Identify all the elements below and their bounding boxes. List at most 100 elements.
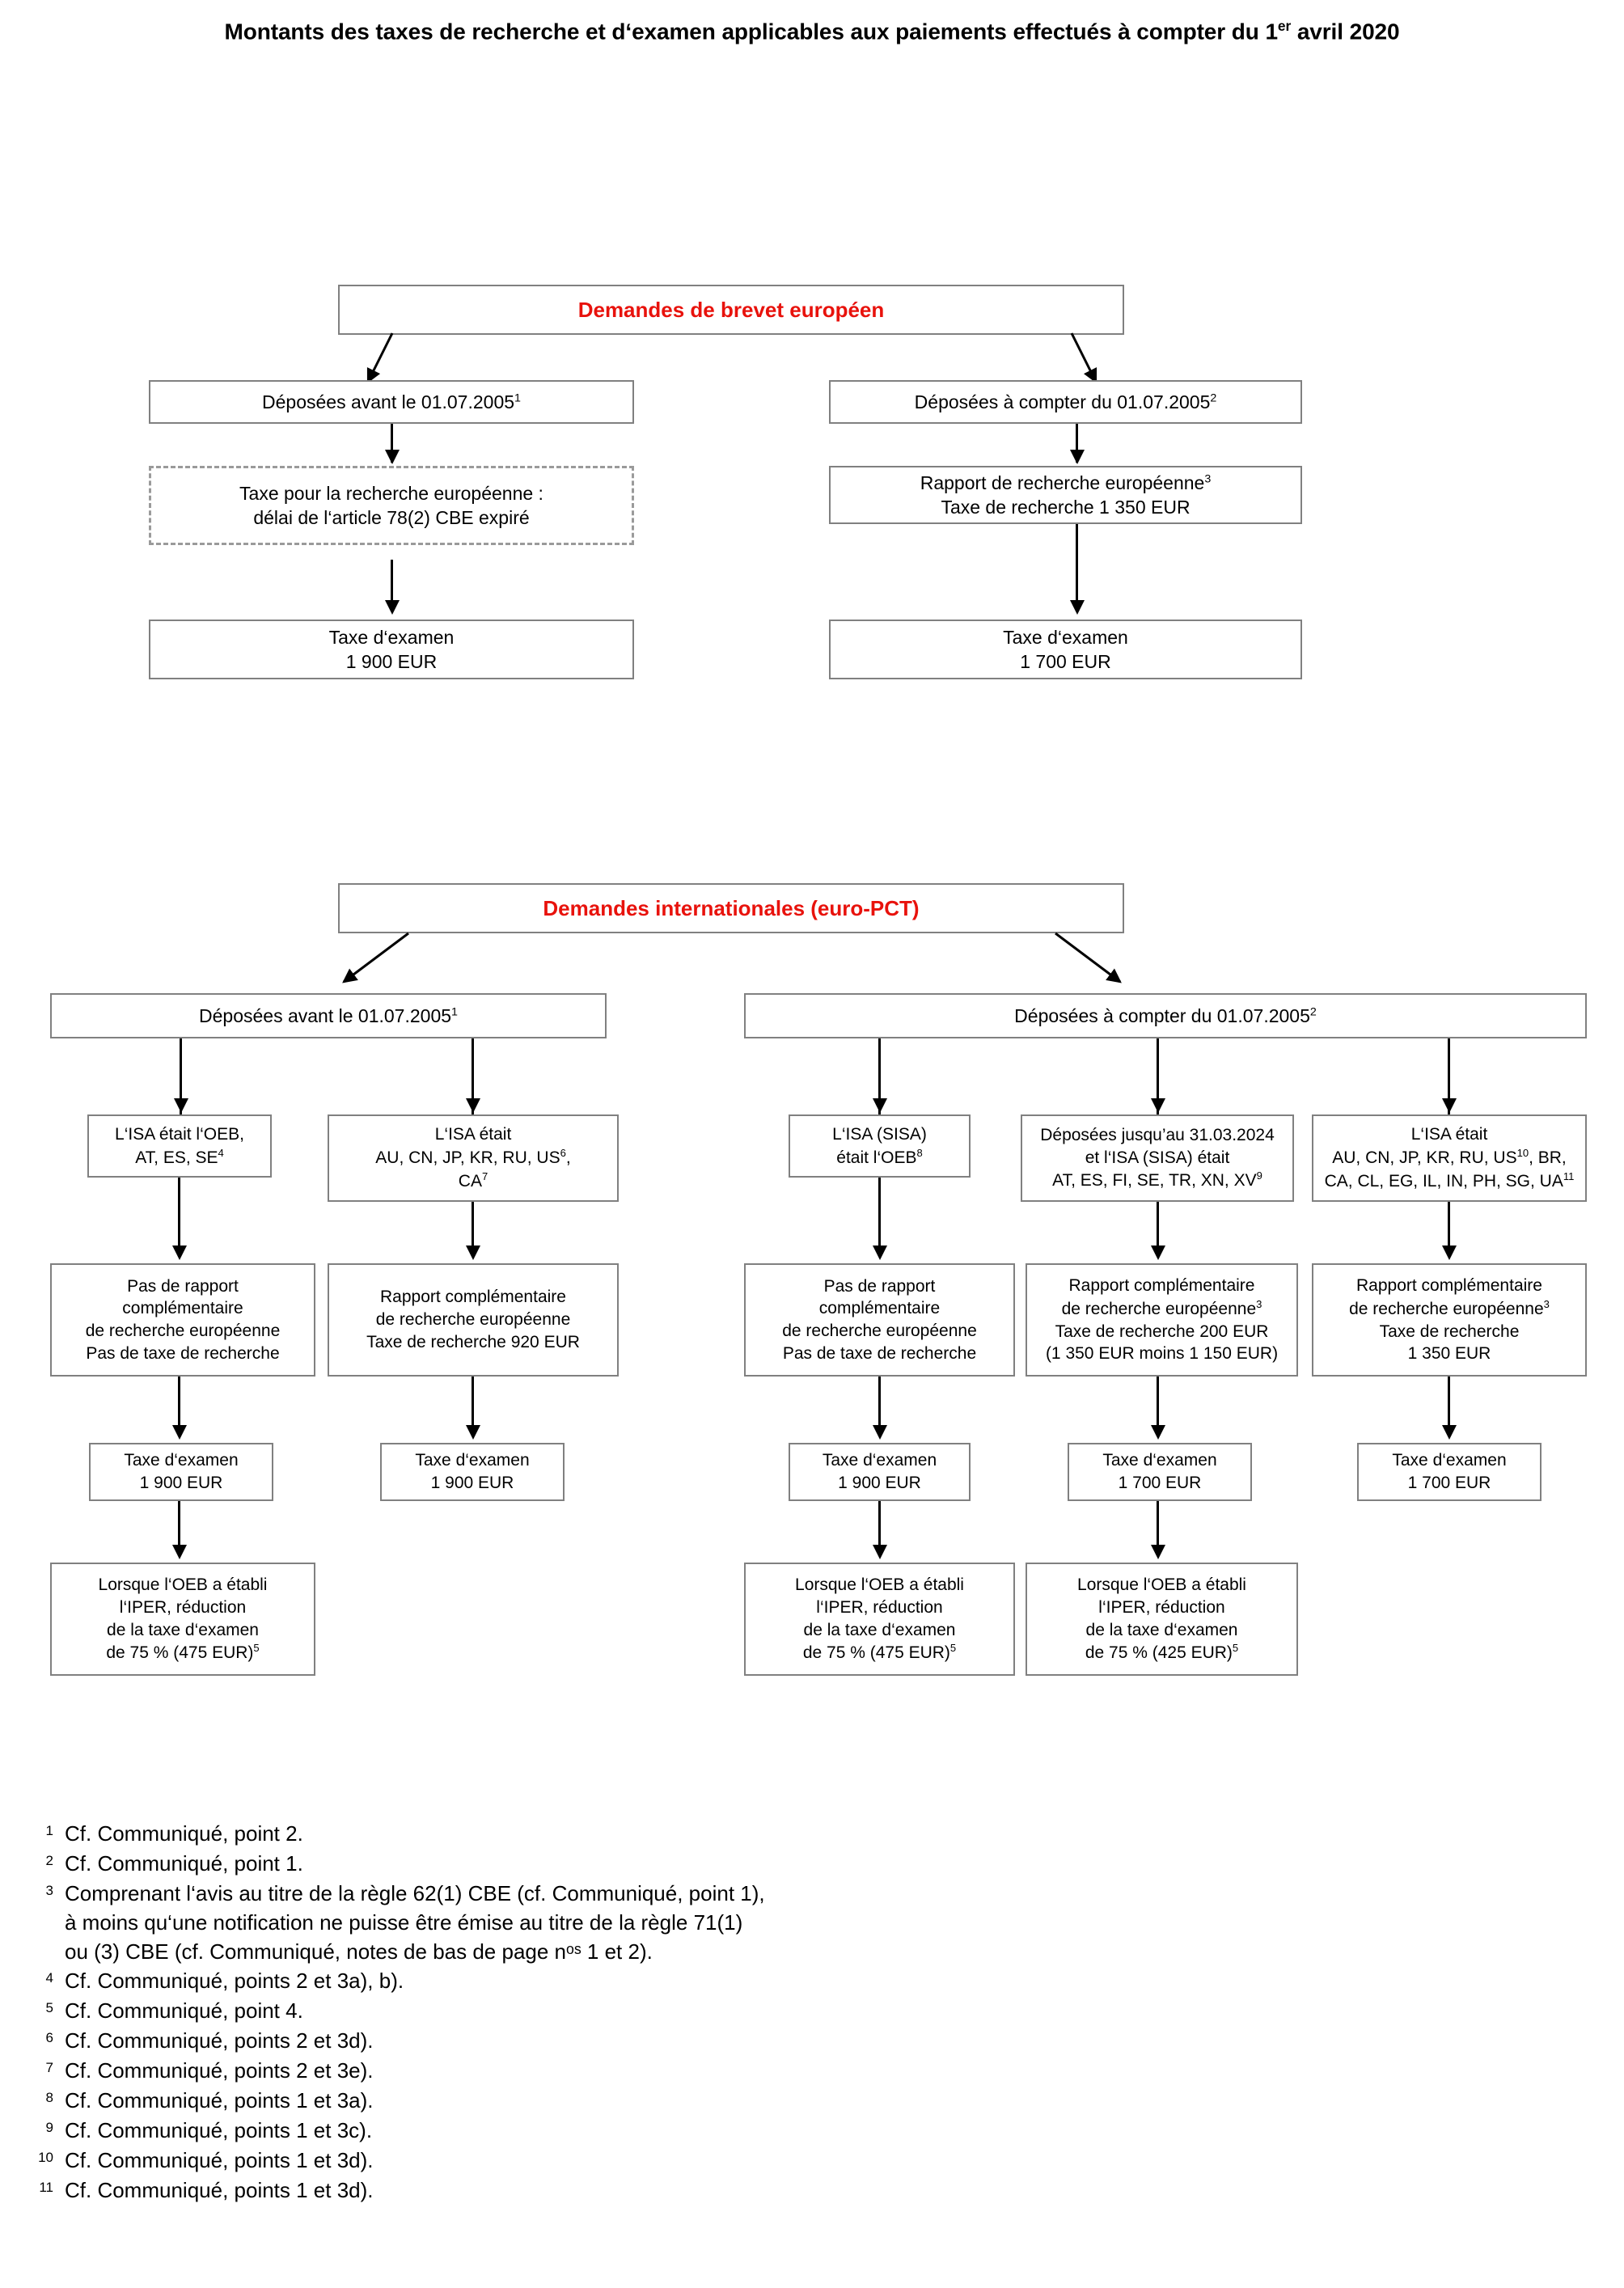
ep-right-search-line2: Taxe de recherche 1 350 EUR — [941, 497, 1191, 518]
footnote-text: Cf. Communiqué, point 4. — [65, 1998, 303, 2024]
pct-right-branch-label: Déposées à compter du 01.07.20052 — [1014, 1004, 1317, 1026]
pct-col1-report-line2: complémentaire — [122, 1299, 243, 1318]
pct-col4-arrow-exam — [1151, 1425, 1165, 1440]
footnote-item: 3 Comprenant l‘avis au titre de la règle… — [18, 1880, 1231, 1967]
pct-col2-isa-line2: AU, CN, JP, KR, RU, US6, — [375, 1147, 571, 1168]
pct-root-label: Demandes internationales (euro-PCT) — [543, 895, 920, 920]
ep-right-connector-1 — [1076, 424, 1078, 463]
footnote-text: Cf. Communiqué, points 2 et 3a), b). — [65, 1969, 404, 1994]
pct-col3-connector-1 — [878, 1178, 881, 1252]
pct-right-branch-box: Déposées à compter du 01.07.20052 — [744, 993, 1587, 1038]
pct-right-fan-v3 — [1448, 1038, 1450, 1116]
pct-col1-report-line1: Pas de rapport — [127, 1276, 239, 1296]
footnote-number: 9 — [45, 2119, 53, 2135]
pct-col1-connector-2 — [178, 1377, 180, 1432]
footnote-number: 11 — [39, 2179, 53, 2195]
pct-col5-exam-line2: 1 700 EUR — [1407, 1474, 1491, 1492]
pct-col1-report-line3: de recherche européenne — [85, 1322, 281, 1340]
pct-col4-isa-line1: Déposées jusqu’au 31.03.2024 — [1040, 1125, 1275, 1144]
ep-left-filed-box: Déposées avant le 01.07.20051 — [149, 380, 634, 424]
pct-col1-arrow-report — [172, 1246, 187, 1260]
pct-left-branch-box: Déposées avant le 01.07.20051 — [50, 993, 607, 1038]
pct-left-branch-label: Déposées avant le 01.07.20051 — [199, 1004, 458, 1026]
ep-right-filed-label: Déposées à compter du 01.07.20052 — [914, 391, 1217, 412]
pct-col3-reduction-line2: l‘IPER, réduction — [816, 1597, 943, 1617]
pct-col2-isa-line1: L‘ISA était — [434, 1125, 512, 1144]
pct-col1-connector-1 — [178, 1178, 180, 1252]
footnote-number: 5 — [45, 2000, 53, 2016]
pct-col5-report-line3: Taxe de recherche — [1379, 1322, 1520, 1341]
pct-col1-reduction-line3: de la taxe d‘examen — [107, 1620, 259, 1639]
pct-col4-exam-box: Taxe d‘examen 1 700 EUR — [1068, 1443, 1252, 1501]
pct-col5-report-line2: de recherche européenne3 — [1349, 1297, 1550, 1318]
pct-col4-isa-box: Déposées jusqu’au 31.03.2024 et l‘ISA (S… — [1021, 1114, 1294, 1202]
footnote-number: 4 — [45, 1970, 53, 1986]
pct-col3-report-line2: complémentaire — [818, 1299, 941, 1318]
pct-col1-isa-box: L‘ISA était l‘OEB, AT, ES, SE4 — [87, 1114, 272, 1178]
pct-col4-reduction-line4: de 75 % (425 EUR)5 — [1085, 1642, 1239, 1663]
pct-col1-report-box: Pas de rapport complémentaire de recherc… — [50, 1263, 315, 1377]
pct-col5-report-line4: 1 350 EUR — [1407, 1344, 1491, 1364]
ep-root-arrows — [366, 332, 1097, 384]
pct-col1-exam-line1: Taxe d‘examen — [124, 1451, 239, 1470]
ep-left-connector-2 — [391, 560, 393, 607]
footnote-item: 9 Cf. Communiqué, points 1 et 3c). — [18, 2117, 1231, 2146]
ep-right-exam-line1: Taxe d‘examen — [1003, 626, 1128, 648]
footnote-text: Cf. Communiqué, points 1 et 3d). — [65, 2177, 374, 2202]
footnote-item: 1 Cf. Communiqué, point 2. — [18, 1820, 1231, 1849]
pct-col5-arrow-report — [1442, 1246, 1457, 1260]
footnote-number: 3 — [45, 1882, 53, 1898]
footnotes-list: 1 Cf. Communiqué, point 2. 2 Cf. Communi… — [18, 1820, 1231, 2206]
ep-right-filed-box: Déposées à compter du 01.07.20052 — [829, 380, 1302, 424]
pct-col5-connector-1 — [1448, 1202, 1450, 1252]
pct-col3-exam-box: Taxe d‘examen 1 900 EUR — [789, 1443, 971, 1501]
footnote-text: Cf. Communiqué, points 1 et 3c). — [65, 2117, 373, 2142]
pct-col3-arrow-isa — [873, 1098, 887, 1113]
pct-col3-connector-2 — [878, 1377, 881, 1432]
pct-col4-report-line3: Taxe de recherche 200 EUR — [1055, 1322, 1269, 1341]
pct-col1-isa-line2: AT, ES, SE4 — [135, 1146, 224, 1167]
ep-left-exam-box: Taxe d‘examen 1 900 EUR — [149, 620, 634, 679]
pct-col3-arrow-exam — [873, 1425, 887, 1440]
pct-col3-report-line3: de recherche européenne — [782, 1322, 977, 1340]
pct-col4-reduction-line2: l‘IPER, réduction — [1098, 1597, 1225, 1617]
ep-left-connector-1 — [391, 424, 393, 463]
footnote-number: 6 — [45, 2030, 53, 2046]
footnote-text: Cf. Communiqué, points 2 et 3e). — [65, 2058, 374, 2083]
pct-col4-reduction-box: Lorsque l‘OEB a établi l‘IPER, réduction… — [1026, 1563, 1298, 1676]
pct-col3-reduction-line1: Lorsque l‘OEB a établi — [795, 1575, 964, 1595]
ep-left-search-line2: délai de l‘article 78(2) CBE expiré — [253, 507, 530, 528]
pct-col4-exam-line2: 1 700 EUR — [1118, 1474, 1202, 1492]
pct-root-arrows — [342, 932, 1122, 983]
ep-root-label: Demandes de brevet européen — [577, 297, 885, 322]
pct-col5-connector-2 — [1448, 1377, 1450, 1432]
ep-root-box: Demandes de brevet européen — [338, 285, 1124, 335]
footnote-number: 10 — [38, 2149, 53, 2165]
pct-col3-connector-3 — [878, 1501, 881, 1551]
ep-left-exam-line1: Taxe d‘examen — [328, 626, 455, 648]
footnote-number: 2 — [45, 1852, 53, 1868]
pct-col4-report-line2: de recherche européenne3 — [1061, 1297, 1262, 1318]
pct-col3-exam-line2: 1 900 EUR — [838, 1474, 921, 1492]
pct-col3-exam-line1: Taxe d‘examen — [822, 1451, 937, 1470]
pct-col5-isa-line1: L‘ISA était — [1410, 1125, 1488, 1144]
pct-col5-exam-line1: Taxe d‘examen — [1392, 1451, 1507, 1470]
pct-col1-arrow-reduction — [172, 1545, 187, 1559]
footnote-item: 2 Cf. Communiqué, point 1. — [18, 1850, 1231, 1879]
pct-col3-report-line1: Pas de rapport — [823, 1276, 936, 1296]
pct-col1-reduction-line2: l‘IPER, réduction — [119, 1597, 247, 1617]
pct-col2-arrow-isa — [466, 1098, 480, 1113]
pct-col1-reduction-line1: Lorsque l‘OEB a établi — [98, 1575, 268, 1595]
pct-col5-isa-line2: AU, CN, JP, KR, RU, US10, BR, — [1332, 1147, 1567, 1168]
pct-col4-connector-3 — [1157, 1501, 1159, 1551]
ep-left-arrow-2 — [385, 600, 400, 615]
pct-col4-report-line4: (1 350 EUR moins 1 150 EUR) — [1045, 1344, 1279, 1364]
ep-left-search-box: Taxe pour la recherche européenne : déla… — [149, 466, 634, 545]
pct-col3-isa-line1: L‘ISA (SISA) — [832, 1124, 927, 1144]
footnote-text: Comprenant l‘avis au titre de la règle 6… — [65, 1880, 765, 1964]
ep-right-arrow-2 — [1070, 600, 1085, 615]
pct-col1-connector-3 — [178, 1501, 180, 1551]
pct-col2-report-line1: Rapport complémentaire — [380, 1288, 566, 1307]
pct-col5-exam-box: Taxe d‘examen 1 700 EUR — [1357, 1443, 1542, 1501]
pct-col2-report-line3: Taxe de recherche 920 EUR — [366, 1332, 580, 1351]
